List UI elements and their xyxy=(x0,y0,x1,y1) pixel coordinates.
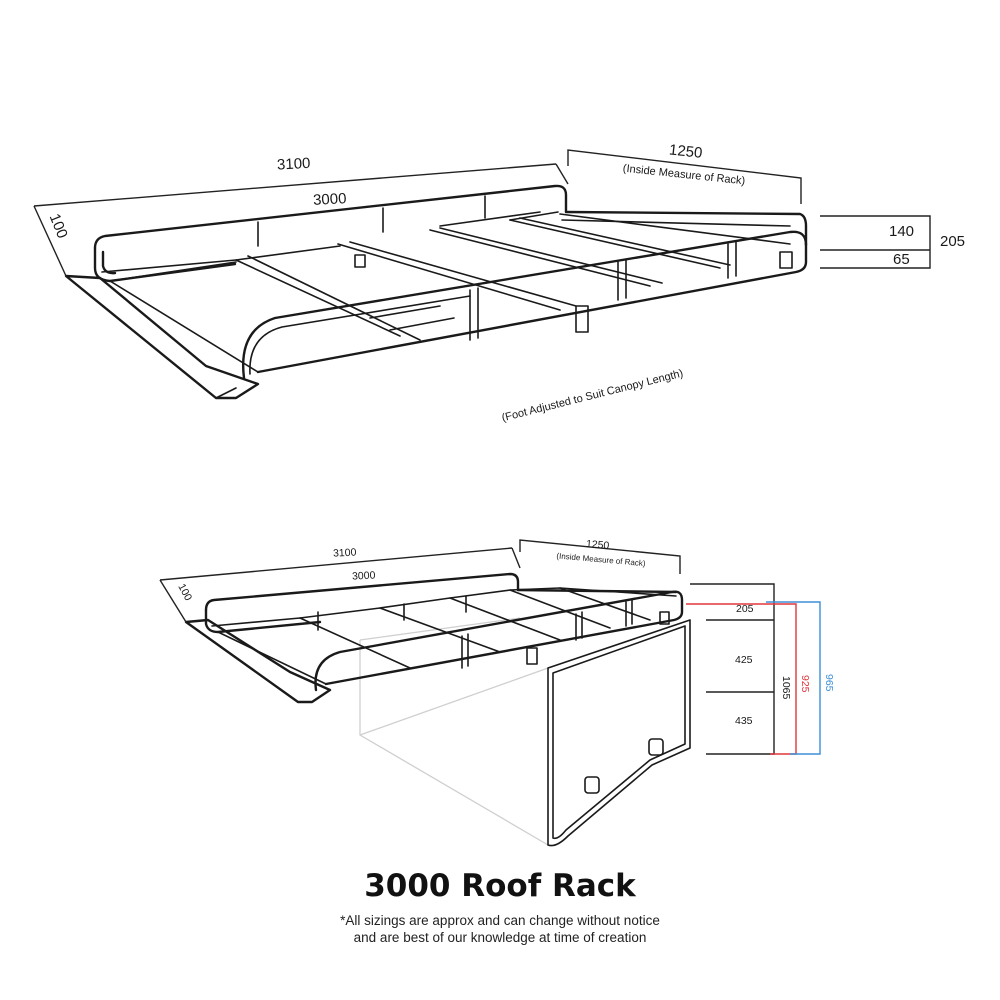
top-dim-100-label: 100 xyxy=(46,211,71,241)
top-dim-heights: 140 65 205 xyxy=(820,215,965,269)
bottom-rack-feet xyxy=(526,611,670,665)
disclaimer-line-1: *All sizings are approx and can change w… xyxy=(340,913,660,928)
top-dim-65-label: 65 xyxy=(893,251,910,268)
bottom-dim-3100: 3100 3000 100 xyxy=(159,546,521,623)
top-dim-140-label: 140 xyxy=(889,223,914,240)
disclaimer-line-2: and are best of our knowledge at time of… xyxy=(353,930,647,945)
top-dim-1250: 1250 (Inside Measure of Rack) xyxy=(567,141,802,204)
bottom-dim-1250: 1250 (Inside Measure of Rack) xyxy=(519,538,681,574)
bottom-rack-crossbars xyxy=(211,587,677,685)
bottom-dim-425-label: 425 xyxy=(735,654,753,666)
top-foot-note: (Foot Adjusted to Suit Canopy Length) xyxy=(501,368,685,425)
bottom-rack-base xyxy=(184,618,332,704)
bottom-dim-1065-label: 1065 xyxy=(780,676,792,700)
bottom-canopy xyxy=(359,617,691,847)
bottom-dim-1250-note: (Inside Measure of Rack) xyxy=(556,551,646,568)
top-dim-205-label: 205 xyxy=(940,233,965,250)
bottom-dim-925-label: 925 xyxy=(799,675,811,693)
top-dim-3000-label: 3000 xyxy=(313,190,347,209)
bottom-dim-1250-label: 1250 xyxy=(585,538,609,552)
top-rack-base xyxy=(64,274,260,400)
bottom-dim-3100-label: 3100 xyxy=(333,546,357,559)
top-rack-crossbars xyxy=(101,211,791,373)
bottom-rack-diagram: 3100 3000 100 1250 (Inside Measure of Ra… xyxy=(159,538,835,847)
top-dim-3100-label: 3100 xyxy=(277,155,311,174)
top-dim-3100: 3100 xyxy=(33,155,569,207)
top-dim-100: 100 xyxy=(33,205,71,277)
top-dim-1250-note: (Inside Measure of Rack) xyxy=(622,163,745,188)
top-dim-1250-label: 1250 xyxy=(668,141,703,161)
top-rack-diagram: 3100 3000 100 1250 (Inside Measure of Ra… xyxy=(33,141,965,425)
bottom-dim-100-label: 100 xyxy=(175,582,194,603)
top-rack-rails xyxy=(93,184,808,380)
bottom-dim-heights: 205 425 435 1065 925 965 xyxy=(686,583,835,755)
page-title: 3000 Roof Rack xyxy=(364,868,636,904)
top-rack-feet xyxy=(354,251,793,333)
bottom-dim-3000-label: 3000 xyxy=(352,569,376,582)
bottom-dim-965-label: 965 xyxy=(823,674,835,692)
bottom-dim-205-label: 205 xyxy=(736,603,754,615)
bottom-dim-435-label: 435 xyxy=(735,715,753,727)
